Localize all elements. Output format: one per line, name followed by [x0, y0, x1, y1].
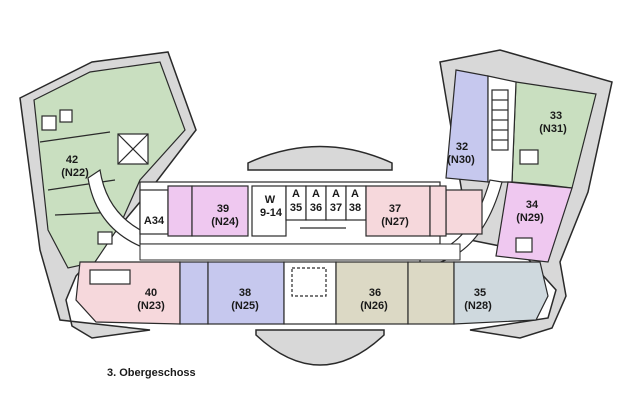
room-a38-number: 38 — [349, 202, 361, 214]
room-a36-letter: A — [312, 188, 320, 200]
room-a38-letter: A — [351, 188, 359, 200]
room-a35-letter: A — [292, 188, 300, 200]
room-a36-number: 36 — [310, 202, 322, 214]
room-w-letter: W — [265, 194, 276, 206]
room-34-code: (N29) — [516, 212, 544, 224]
room-33-number: 33 — [550, 110, 562, 122]
corridor — [139, 243, 461, 261]
room-33-code: (N31) — [539, 123, 567, 135]
room-32-code: (N30) — [447, 154, 475, 166]
room-40-code: (N23) — [137, 300, 165, 312]
right-wing — [419, 69, 597, 267]
room-37-number: 37 — [389, 203, 401, 215]
room-40-number: 40 — [145, 287, 157, 299]
room-36-number: 36 — [369, 287, 381, 299]
room-34-number: 34 — [526, 199, 539, 211]
room-38-number: 38 — [239, 287, 251, 299]
room-a34-label: A34 — [144, 215, 165, 227]
room-35-code: (N28) — [464, 300, 492, 312]
room-a37-letter: A — [332, 188, 340, 200]
room-39-code: (N24) — [211, 216, 239, 228]
room-37-code: (N27) — [381, 216, 409, 228]
room-35-number: 35 — [474, 287, 486, 299]
room-labels: 42 (N22) 33 (N31) 32 (N30) 34 (N29) 39 (… — [61, 110, 567, 312]
room-a35-number: 35 — [290, 202, 302, 214]
left-wing — [33, 61, 191, 269]
room-42-code: (N22) — [61, 167, 89, 179]
room-39-number: 39 — [217, 203, 229, 215]
room-42-number: 42 — [66, 154, 78, 166]
room-w-range: 9-14 — [260, 207, 283, 219]
floor-label: 3. Obergeschoss — [107, 367, 196, 379]
room-38-code: (N25) — [231, 300, 259, 312]
central-upper — [139, 181, 447, 245]
room-36-code: (N26) — [360, 300, 388, 312]
room-a37-number: 37 — [330, 202, 342, 214]
room-32-number: 32 — [456, 141, 468, 153]
central-lower — [75, 261, 549, 325]
